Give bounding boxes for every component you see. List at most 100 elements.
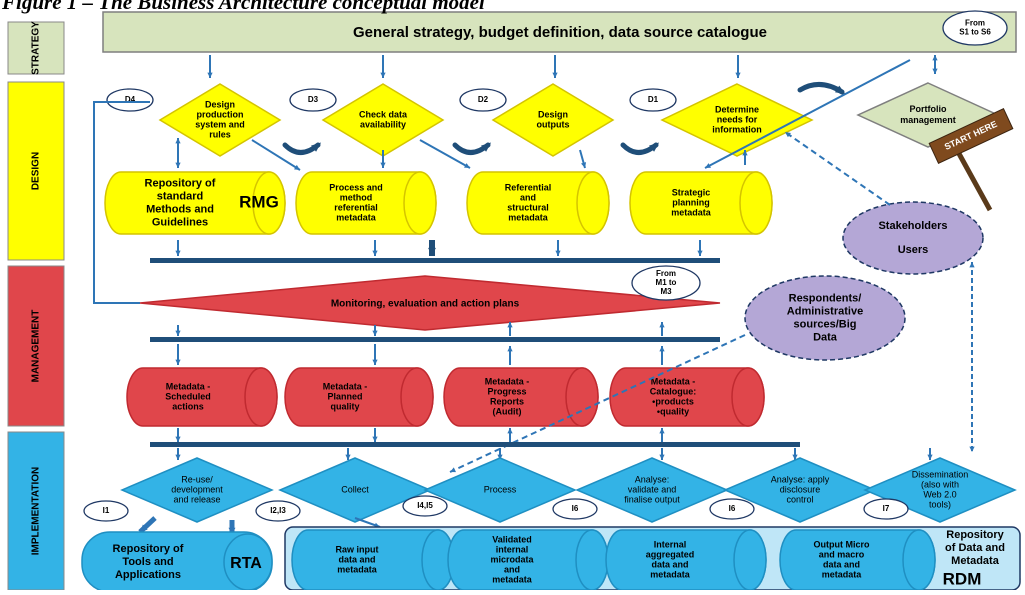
management-metadata-label: Reports: [490, 396, 524, 406]
metadata-up-arrow-head: [659, 428, 665, 434]
implementation-tag-oval-label: I4,I5: [417, 501, 433, 510]
implementation-tag-oval: [83, 500, 129, 522]
data-repository-label: Validated: [492, 534, 532, 544]
management-down-arrow-head: [175, 330, 181, 336]
start-sign-post: [954, 148, 993, 212]
implementation-process-label: Re-use/: [181, 474, 213, 484]
design-link-arrow-head: [464, 163, 470, 168]
monitoring-bar: [150, 337, 720, 342]
start-here-sign: [928, 108, 1014, 164]
design-repository-label: referential: [334, 202, 378, 212]
management-metadata-label: Metadata -: [323, 381, 368, 391]
design-decision-label: outputs: [537, 119, 570, 129]
portfolio-label: Portfolio: [910, 104, 947, 114]
implementation-process-label: control: [786, 494, 813, 504]
management-up-arrow-head: [507, 322, 513, 328]
curve-arrow-head: [311, 142, 322, 152]
design-link-arrow-head: [175, 138, 181, 144]
design-tag-oval-label: D1: [648, 95, 659, 104]
design-repository-label: Methods and: [146, 203, 214, 215]
design-repository-cylinder-end-cap: [576, 171, 610, 235]
stakeholders-dashed-arrow-head: [785, 132, 791, 138]
implementation-process-label: finalise output: [624, 494, 680, 504]
design-tag-oval: [289, 88, 337, 112]
design-repository-label: metadata: [336, 212, 377, 222]
management-metadata-cylinder-end-cap: [731, 367, 765, 427]
implementation-process-label: Process: [484, 484, 517, 494]
from-s1-s6-label: From: [965, 19, 985, 28]
data-repository-cylinder: [291, 529, 455, 591]
implementation-tag-oval-label: I1: [103, 506, 110, 515]
stakeholders-label: Stakeholders: [878, 220, 947, 232]
design-decision-label: Determine: [715, 104, 759, 114]
management-metadata-cylinder: [609, 367, 765, 427]
strategy-down-arrow-head: [552, 72, 558, 78]
implementation-process-diamond: [423, 457, 577, 523]
implementation-down-arrow-head: [345, 454, 351, 460]
strategy-down-arrow-head: [207, 72, 213, 78]
design-link-arrow-head: [175, 162, 181, 168]
design-link-arrow-head: [294, 164, 300, 170]
design-repository-label: metadata: [671, 207, 712, 217]
implementation-tag-oval: [255, 500, 301, 522]
management-metadata-label: •products: [652, 396, 694, 406]
lane-implementation-label: IMPLEMENTATION: [31, 467, 42, 556]
implementation-process-label: Web 2.0: [923, 489, 956, 499]
rdm-label: Repository: [946, 529, 1004, 541]
from-m1-m3-label: From: [656, 269, 676, 278]
data-repository-label: metadata: [822, 569, 863, 579]
implementation-process-label: development: [171, 484, 223, 494]
data-repository-label: metadata: [337, 564, 378, 574]
data-repository-label: Output Micro: [814, 539, 870, 549]
rmg-abbreviation: RMG: [239, 192, 279, 211]
design-link-arrow-head: [581, 162, 587, 168]
implementation-down-arrow-head: [659, 454, 665, 460]
design-tag-oval-label: D4: [125, 95, 136, 104]
data-repository-label: metadata: [492, 574, 533, 584]
implementation-process-label: Analyse: apply: [771, 474, 830, 484]
management-metadata-label: actions: [172, 401, 204, 411]
figure-title: Figure 1 – The Business Architecture con…: [2, 0, 485, 14]
metadata-down-arrow-head: [372, 436, 378, 442]
rdm-label: Metadata: [951, 555, 1000, 567]
lane-management-box: [7, 265, 65, 427]
data-repository-label: microdata: [490, 554, 534, 564]
implementation-process-label: (also with: [921, 479, 959, 489]
design-decision-label: Design: [205, 99, 235, 109]
design-decision-label: information: [712, 124, 762, 134]
lane-implementation-box: [7, 431, 65, 591]
design-link-arrow: [704, 59, 911, 169]
feedback-loop-line: [93, 101, 150, 304]
from-m1-m3-label: M3: [660, 287, 672, 296]
strategy-banner: [102, 11, 1017, 53]
implementation-process-diamond: [575, 457, 729, 523]
management-metadata-label: (Audit): [493, 406, 522, 416]
management-metadata-label: •quality: [657, 406, 689, 416]
respondents-label: Data: [813, 331, 838, 343]
strategy-portfolio-arrow-head: [932, 68, 938, 74]
implementation-process-label: Collect: [341, 484, 369, 494]
management-metadata-cylinder: [443, 367, 599, 427]
stakeholders-dissemination-arrow-head: [969, 262, 975, 268]
design-repository-cylinder-end-cap: [252, 171, 286, 235]
design-management-bar-arrow-head: [428, 247, 436, 256]
management-metadata-label: Metadata -: [166, 381, 211, 391]
lane-design-label: DESIGN: [31, 152, 42, 190]
management-metadata-cylinder: [284, 367, 434, 427]
strategy-down-arrow-head: [735, 72, 741, 78]
design-repository-label: structural: [507, 202, 549, 212]
implementation-down-arrow-head: [175, 454, 181, 460]
implementation-process-label: disclosure: [780, 484, 821, 494]
implementation-process-diamond: [120, 457, 274, 523]
design-repository-label: and: [520, 192, 536, 202]
rta-label: Applications: [115, 569, 181, 581]
implementation-process-label: and release: [173, 494, 220, 504]
metadata-down-arrow-head: [175, 436, 181, 442]
strategy-portfolio-arrow-head: [932, 55, 938, 61]
design-tag-oval: [106, 88, 154, 112]
design-decision-label: production: [197, 109, 244, 119]
data-repository-label: data and: [823, 559, 860, 569]
implementation-process-diamond: [278, 457, 432, 523]
data-repository-label: Raw input: [336, 544, 379, 554]
